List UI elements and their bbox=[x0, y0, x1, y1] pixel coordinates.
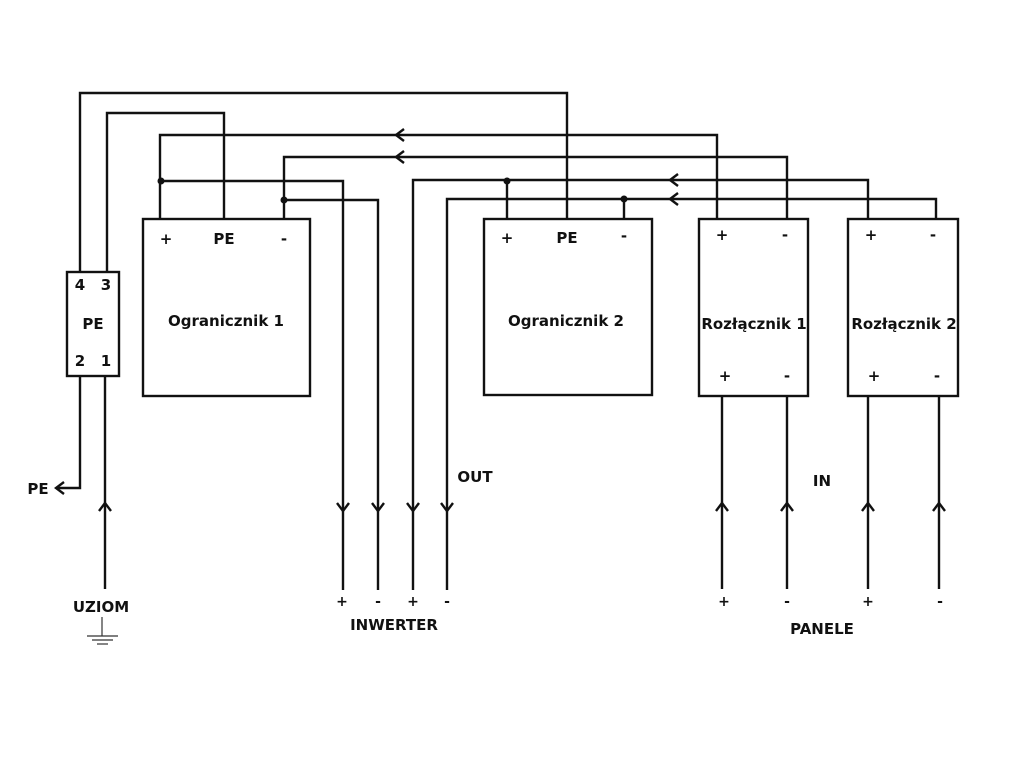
pe-terminal-2: 2 bbox=[75, 352, 85, 370]
arrow-down-icon bbox=[406, 502, 420, 513]
panels-label: PANELE bbox=[790, 620, 854, 638]
limiter-1-minus-terminal: - bbox=[281, 230, 287, 248]
limiter-1-outline bbox=[141, 217, 312, 398]
out-label: OUT bbox=[457, 468, 493, 486]
junction-dot bbox=[503, 177, 511, 185]
panel-terminal-plus: + bbox=[862, 594, 874, 610]
panel-terminal-minus: - bbox=[784, 594, 790, 610]
arrow-left-icon bbox=[394, 150, 405, 164]
limiter-2-plus-terminal: + bbox=[501, 229, 514, 247]
bottom-labels: PE UZIOM OUT IN + - + - INWERTER + - + -… bbox=[27, 468, 943, 638]
limiter-2-minus-terminal: - bbox=[621, 227, 627, 245]
switch-1-label: Rozłącznik 1 bbox=[701, 315, 806, 333]
arrow-up-icon bbox=[780, 501, 794, 512]
junction-dot bbox=[280, 196, 288, 204]
junction-dot bbox=[157, 177, 165, 185]
in-label: IN bbox=[813, 472, 831, 490]
pe-terminal-4: 4 bbox=[75, 276, 85, 294]
arrow-down-icon bbox=[336, 502, 350, 513]
arrow-down-icon bbox=[440, 502, 454, 513]
arrow-up-icon bbox=[932, 501, 946, 512]
arrow-left-icon bbox=[668, 192, 679, 206]
limiter-1-pe-terminal: PE bbox=[213, 230, 234, 248]
inverter-terminal-minus: - bbox=[444, 594, 450, 610]
pe-terminal-1: 1 bbox=[101, 352, 111, 370]
pe-output-label: PE bbox=[27, 480, 48, 498]
wires bbox=[56, 91, 941, 590]
switch-1-top-minus: - bbox=[782, 226, 788, 244]
wire-limiter1-minus-to-inverter-minus1 bbox=[284, 198, 380, 590]
switch-2-bottom-plus: + bbox=[868, 367, 881, 385]
switch-2-bottom-minus: - bbox=[934, 367, 940, 385]
wire-limiter1-plus-to-inverter-plus1 bbox=[160, 179, 345, 590]
ground-label: UZIOM bbox=[73, 598, 129, 616]
junctions bbox=[157, 177, 628, 204]
limiter-2-outline bbox=[482, 217, 654, 397]
switch-2-top-minus: - bbox=[930, 226, 936, 244]
switch-1-bottom-minus: - bbox=[784, 367, 790, 385]
limiter-2-label: Ogranicznik 2 bbox=[508, 312, 624, 330]
wire-limiter1-minus-to-switch1-minus bbox=[282, 155, 789, 219]
limiter-1-plus-terminal: + bbox=[160, 230, 173, 248]
arrow-down-icon bbox=[371, 502, 385, 513]
switch-1-top-plus: + bbox=[716, 226, 729, 244]
switch-2-label: Rozłącznik 2 bbox=[851, 315, 956, 333]
switch-1: + - Rozłącznik 1 + - bbox=[697, 217, 810, 398]
arrow-left-icon bbox=[668, 173, 679, 187]
switch-2: + - Rozłącznik 2 + - bbox=[846, 217, 960, 398]
limiter-1: + PE - Ogranicznik 1 bbox=[141, 217, 312, 398]
wire-limiter1-plus-to-switch1-plus bbox=[158, 133, 719, 219]
limiter-1-label: Ogranicznik 1 bbox=[168, 312, 284, 330]
wire-limiter2-minus-to-switch2-minus bbox=[445, 197, 938, 590]
pe-block-outline bbox=[65, 270, 121, 378]
switch-2-outline bbox=[846, 217, 960, 398]
arrow-left-icon bbox=[54, 481, 65, 495]
inverter-terminal-minus: - bbox=[375, 594, 381, 610]
inverter-terminal-plus: + bbox=[407, 594, 419, 610]
switch-1-outline bbox=[697, 217, 810, 398]
switch-2-top-plus: + bbox=[865, 226, 878, 244]
arrow-up-icon bbox=[715, 501, 729, 512]
arrow-up-icon bbox=[861, 501, 875, 512]
arrow-left-icon bbox=[394, 128, 405, 142]
wire-pe3-to-limiter1-pe bbox=[105, 111, 226, 272]
limiter-2: + PE - Ogranicznik 2 bbox=[482, 217, 654, 397]
switch-1-bottom-plus: + bbox=[719, 367, 732, 385]
pe-terminal-block: 4 3 PE 2 1 bbox=[65, 270, 121, 378]
arrows bbox=[54, 128, 946, 513]
junction-dot bbox=[620, 195, 628, 203]
limiter-2-pe-terminal: PE bbox=[556, 229, 577, 247]
ground-icon bbox=[87, 617, 118, 645]
panel-terminal-plus: + bbox=[718, 594, 730, 610]
panel-terminal-minus: - bbox=[937, 594, 943, 610]
pe-terminal-3: 3 bbox=[101, 276, 111, 294]
inverter-terminal-plus: + bbox=[336, 594, 348, 610]
inverter-label: INWERTER bbox=[350, 616, 438, 634]
pe-block-label: PE bbox=[82, 315, 103, 333]
arrow-up-icon bbox=[98, 501, 112, 512]
wire-pe2-out bbox=[56, 376, 82, 490]
